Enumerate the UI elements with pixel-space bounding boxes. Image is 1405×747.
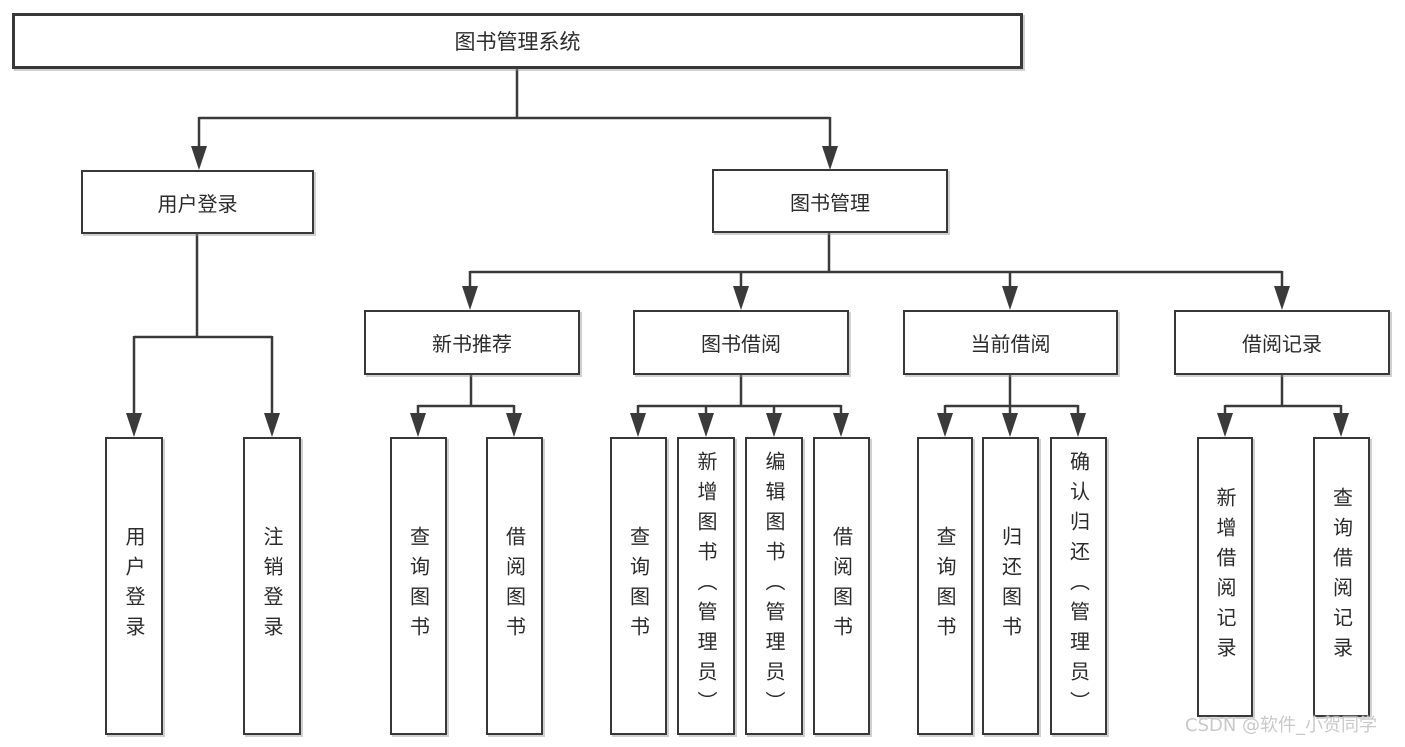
node-label: 当前借阅 [970, 332, 1051, 356]
node-label: 用户登录 [157, 191, 238, 216]
leaf-label: 新增借阅记录 [1213, 487, 1237, 667]
leaf-label: 查询借阅记录 [1329, 487, 1354, 667]
leaf-label: 新增图书（管理员） [694, 451, 718, 721]
leaf-label: 查询图书 [406, 526, 431, 646]
leaf-query-borrow-record: 查询借阅记录 [1313, 437, 1370, 717]
leaf-borrow-books-borrowing: 借阅图书 [813, 437, 870, 735]
node-root-library-system: 图书管理系统 [12, 13, 1023, 69]
csdn-watermark: CSDN @软件_小贺同学 [1185, 715, 1378, 736]
leaf-borrow-books-recommend: 借阅图书 [486, 437, 543, 735]
leaf-user-login: 用户登录 [105, 437, 163, 735]
leaf-query-books-recommend: 查询图书 [390, 437, 447, 735]
leaf-confirm-return-admin: 确认归还（管理员） [1050, 437, 1107, 735]
node-borrow-records: 借阅记录 [1174, 310, 1390, 375]
leaf-add-borrow-record: 新增借阅记录 [1197, 437, 1253, 717]
leaf-label: 归还图书 [998, 526, 1023, 646]
arrowhead-down-icons [126, 146, 1349, 437]
node-user-login-branch: 用户登录 [81, 170, 314, 234]
leaf-query-books-current: 查询图书 [917, 437, 973, 735]
node-label: 图书借阅 [701, 332, 781, 356]
leaf-label: 确认归还（管理员） [1066, 451, 1091, 721]
node-new-book-recommend: 新书推荐 [364, 310, 580, 375]
leaf-label: 借阅图书 [829, 526, 854, 646]
leaf-label: 编辑图书（管理员） [762, 451, 786, 721]
leaf-add-book-admin: 新增图书（管理员） [677, 437, 735, 735]
node-label: 借阅记录 [1242, 332, 1322, 356]
node-book-borrowing: 图书借阅 [633, 310, 849, 375]
leaf-label: 查询图书 [933, 526, 957, 646]
node-label: 图书管理 [790, 190, 870, 215]
node-label: 新书推荐 [432, 332, 512, 356]
node-root-label: 图书管理系统 [454, 30, 581, 54]
leaf-edit-book-admin: 编辑图书（管理员） [745, 437, 803, 735]
node-current-borrowing: 当前借阅 [903, 310, 1118, 375]
leaf-logout: 注销登录 [243, 437, 301, 735]
leaf-label: 借阅图书 [502, 526, 527, 646]
leaf-label: 注销登录 [260, 526, 284, 646]
leaf-label: 查询图书 [626, 526, 651, 646]
node-book-management-branch: 图书管理 [712, 169, 948, 233]
leaf-return-book: 归还图书 [982, 437, 1039, 735]
leaf-label: 用户登录 [122, 526, 146, 646]
leaf-query-books-borrowing: 查询图书 [610, 437, 667, 735]
